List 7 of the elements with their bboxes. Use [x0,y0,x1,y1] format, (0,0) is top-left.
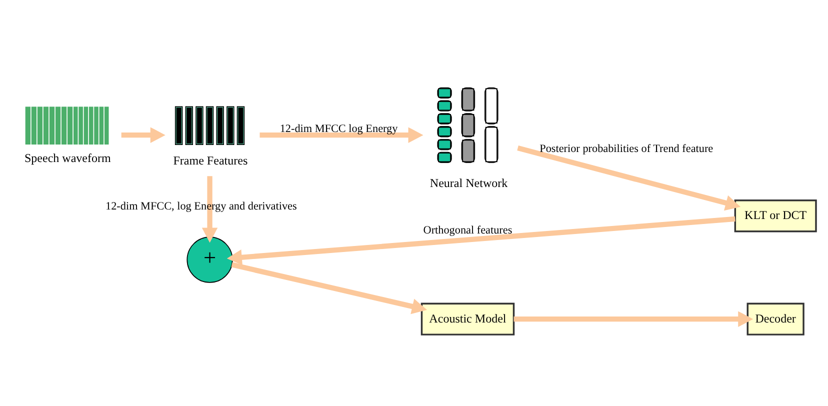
edge-label: Orthogonal features [423,224,512,236]
node-label: Neural Network [430,176,508,190]
node-label: Speech waveform [24,150,111,165]
node-label: Frame Features [173,153,248,168]
edge-label: 12-dim MFCC log Energy [280,122,398,135]
edge-label: 12-dim MFCC, log Energy and derivatives [106,200,297,213]
edge-label: Posterior probabilities of Trend feature [540,142,714,155]
